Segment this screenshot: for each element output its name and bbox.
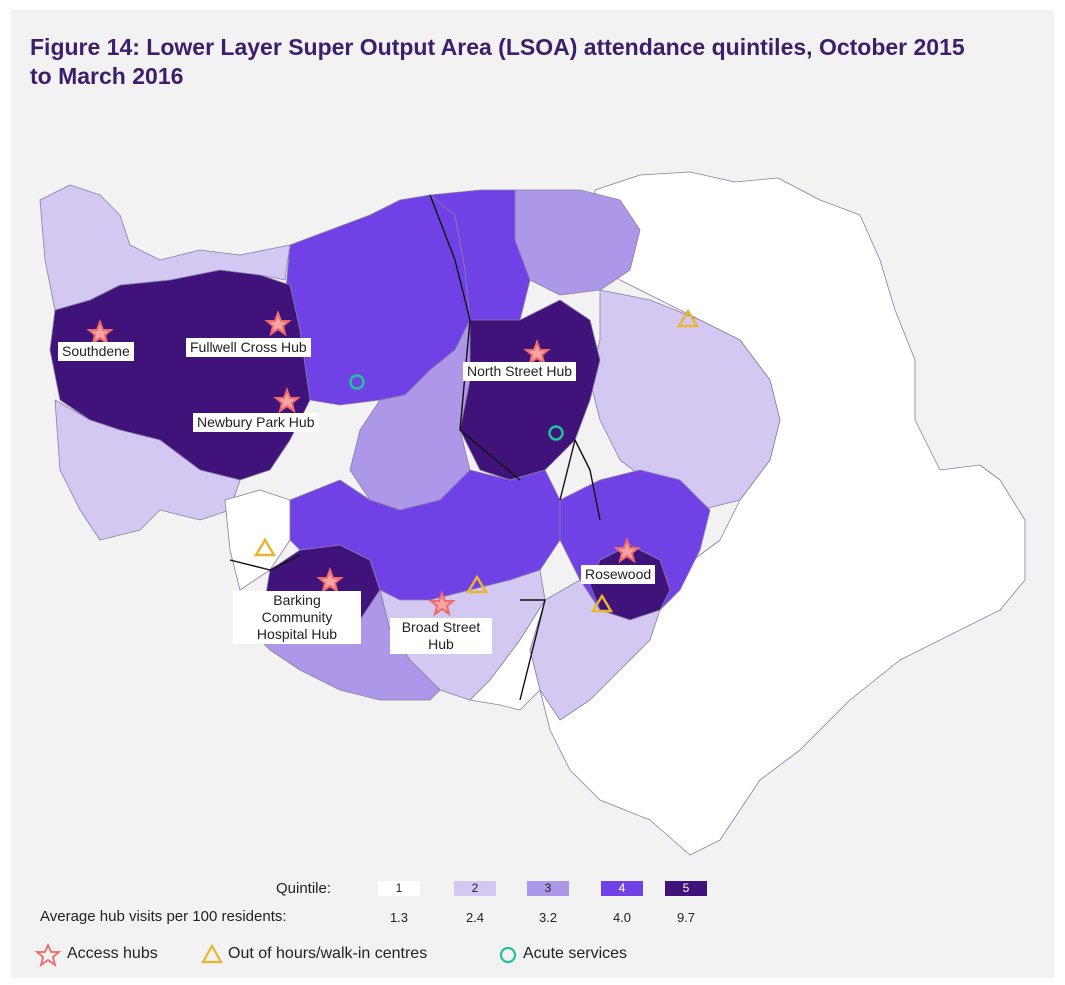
region-west-north <box>39 184 291 311</box>
label-newbury-park: Newbury Park Hub <box>193 413 319 432</box>
region-ne-light <box>589 289 781 511</box>
swatch-q4: 4 <box>601 881 643 896</box>
star-icon <box>34 942 62 968</box>
label-north-street: North Street Hub <box>463 362 577 381</box>
legend-quintile-label: Quintile: <box>276 880 332 897</box>
hub-boundary-3 <box>229 554 301 571</box>
hub-boundary-2 <box>559 439 601 521</box>
region-south-strip <box>469 599 546 711</box>
value-q3: 3.2 <box>538 910 558 925</box>
label-barking-community: Barking Community Hospital Hub <box>233 591 361 644</box>
hub-boundary-4 <box>519 599 546 701</box>
access-hub-markers <box>86 310 641 617</box>
legend-out-of-hours: Out of hours/walk-in centres <box>228 945 428 962</box>
swatch-q2: 2 <box>454 881 496 896</box>
out-of-hours-markers <box>253 308 700 613</box>
triangle-icon <box>465 574 489 594</box>
star-icon <box>86 319 114 346</box>
value-q2: 2.4 <box>465 910 485 925</box>
triangle-icon <box>676 308 700 328</box>
swatch-q1: 1 <box>378 881 420 896</box>
star-icon <box>273 387 301 414</box>
circle-icon <box>349 374 365 390</box>
star-icon <box>316 567 344 594</box>
star-icon <box>428 590 456 617</box>
star-icon <box>613 537 641 564</box>
triangle-icon <box>201 943 223 964</box>
triangle-icon <box>253 537 277 557</box>
region-north-street <box>459 299 601 481</box>
region-southwest-light <box>224 489 291 591</box>
region-west-south <box>54 399 241 541</box>
figure-title: Figure 14: Lower Layer Super Output Area… <box>30 34 965 89</box>
circle-icon <box>548 425 564 441</box>
acute-markers <box>349 374 564 441</box>
label-rosewood: Rosewood <box>581 565 656 584</box>
triangle-icon <box>590 593 614 613</box>
star-icon <box>523 339 551 366</box>
label-broad-street: Broad Street Hub <box>390 618 492 654</box>
legend-visits-label: Average hub visits per 100 residents: <box>40 908 287 925</box>
legend-acute: Acute services <box>523 945 628 962</box>
value-q5: 9.7 <box>676 910 696 925</box>
label-southdene: Southdene <box>58 342 134 361</box>
legend-access-hubs: Access hubs <box>67 945 158 962</box>
hub-boundary-1 <box>429 194 521 481</box>
star-icon <box>264 310 292 337</box>
label-fullwell-cross: Fullwell Cross Hub <box>186 338 311 357</box>
value-q4: 4.0 <box>612 910 632 925</box>
value-q1: 1.3 <box>389 910 409 925</box>
circle-icon <box>499 946 517 964</box>
swatch-q5: 5 <box>665 881 707 896</box>
swatch-q3: 3 <box>527 881 569 896</box>
map-regions <box>39 171 1026 856</box>
